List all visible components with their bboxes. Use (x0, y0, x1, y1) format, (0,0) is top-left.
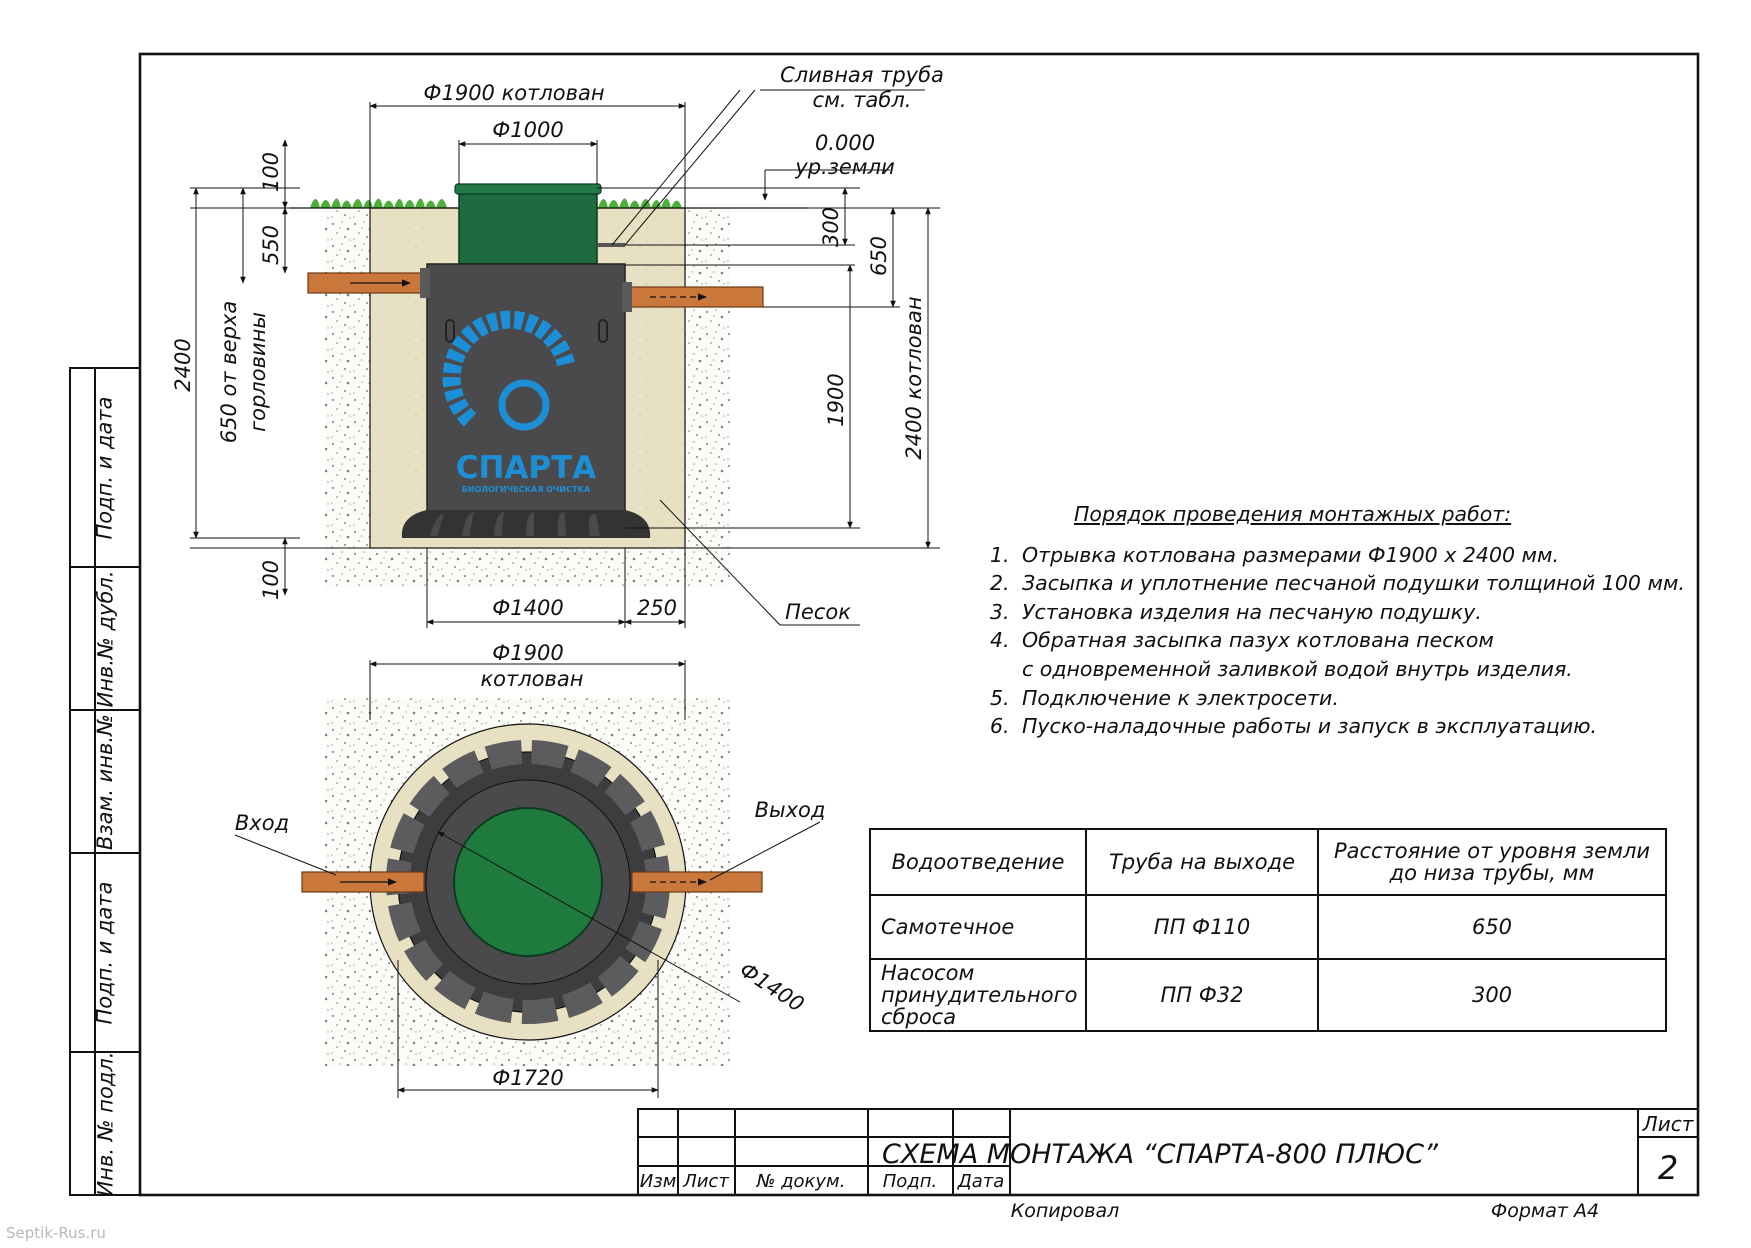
side-stamp-replace-inv: Взам. инв.№ (93, 713, 117, 850)
dim-neck-diameter: Ф1000 (492, 118, 564, 142)
step-item: 4.Обратная засыпка пазух котлована песко… (990, 628, 1494, 653)
plan-dim-body: Ф1400 (735, 958, 808, 1017)
tank-neck (458, 187, 598, 265)
dim-650: 650 (867, 236, 891, 276)
cell-pipe: ПП Ф32 (1085, 958, 1319, 1032)
section-dimension-lines (190, 89, 940, 628)
installation-steps: Порядок проведения монтажных работ: 1.От… (990, 500, 1690, 741)
plan-dim-pit-label: котлован (480, 667, 583, 691)
cell-distance: 650 (1317, 894, 1667, 960)
col-date: Дата (957, 1171, 1005, 1192)
dim-100-bottom: 100 (259, 560, 283, 600)
step-item: 2.Засыпка и уплотнение песчаной подушки … (990, 571, 1685, 596)
table-row: Самотечное ПП Ф110 650 (869, 894, 1667, 960)
dim-base-diameter: Ф1400 (492, 596, 564, 620)
drain-pipe-label: Сливная труба (780, 63, 944, 87)
col-sheet: Лист (682, 1171, 729, 1192)
dim-2400-pit: 2400 котлован (902, 296, 926, 459)
plan-outlet-pipe (631, 871, 763, 893)
logo-subtitle: БИОЛОГИЧЕСКАЯ ОЧИСТКА (462, 485, 591, 494)
sparta-logo: СПАРТА БИОЛОГИЧЕСКАЯ ОЧИСТКА (442, 310, 597, 494)
plan-dim-pit: Ф1900 (492, 641, 564, 665)
col-change: Изм (640, 1171, 677, 1192)
step-item: 6.Пуско-наладочные работы и запуск в экс… (990, 714, 1597, 739)
cell-drainage: Самотечное (869, 894, 1087, 960)
col-doc-number: № докум. (756, 1171, 846, 1192)
watermark: Septik-Rus.ru (6, 1224, 106, 1242)
base-rib-gaps (430, 512, 600, 536)
side-stamp-sign-date: Подп. и дата (93, 395, 117, 540)
header-drainage: Водоотведение (869, 828, 1087, 896)
copied-label: Копировал (1011, 1200, 1120, 1222)
header-outlet-pipe: Труба на выходе (1085, 828, 1319, 896)
step-item: 3.Установка изделия на песчаную подушку. (990, 599, 1482, 624)
table-header-row: Водоотведение Труба на выходе Расстояние… (869, 828, 1667, 896)
ground-level-label: ур.земли (794, 155, 894, 179)
neck-lid (454, 183, 602, 195)
dim-2400: 2400 (171, 338, 195, 391)
plan-lid (453, 807, 603, 957)
step-item-continued: с одновременной заливкой водой внутрь из… (1022, 656, 1573, 681)
dim-650-neck-2: горловины (246, 312, 270, 432)
dim-300: 300 (819, 207, 843, 247)
side-stamp-orig-inv: Инв. № подл. (93, 1051, 118, 1196)
step-item: 1.Отрывка котлована размерами Ф1900 х 24… (990, 542, 1560, 567)
installation-title: Порядок проведения монтажных работ: (1074, 502, 1512, 526)
cell-drainage: Насосом принудительного сброса (869, 958, 1087, 1032)
header-distance: Расстояние от уровня земли до низа трубы… (1317, 828, 1667, 896)
grass-strip (310, 198, 682, 208)
plan-dim-outer: Ф1720 (492, 1066, 564, 1090)
side-stamp-dividers (70, 368, 140, 1195)
plan-view: Ф1900 котлован Вход Выход Ф1400 Ф1720 (234, 641, 826, 1098)
format-label: Формат А4 (1491, 1200, 1599, 1222)
dim-100-top: 100 (259, 152, 283, 192)
dim-650-neck-1: 650 от верха (217, 301, 241, 443)
ground-level-value: 0.000 (815, 131, 875, 155)
dim-550: 550 (259, 225, 283, 265)
side-stamp-dup-inv: Инв.№ дубл. (93, 569, 118, 708)
inlet-label: Вход (235, 811, 289, 835)
plan-dimension-lines (234, 660, 821, 1098)
dim-1900: 1900 (824, 373, 848, 426)
step-item: 5.Подключение к электросети. (990, 685, 1339, 710)
drain-pipe-note: см. табл. (813, 88, 912, 112)
table-row: Насосом принудительного сброса ПП Ф32 30… (869, 958, 1667, 1032)
sand-label: Песок (785, 600, 851, 624)
dim-pit-diameter: Ф1900 котлован (423, 81, 604, 105)
sheet-label: Лист (1642, 1112, 1695, 1136)
side-stamp-sign-date-2: Подп. и дата (93, 880, 117, 1025)
logo-brand: СПАРТА (456, 450, 597, 486)
title-block-grid (637, 1108, 1699, 1196)
drawing-title: СХЕМА МОНТАЖА “СПАРТА-800 ПЛЮС” (882, 1139, 1439, 1170)
outlet-label: Выход (755, 798, 826, 822)
cell-pipe: ПП Ф110 (1085, 894, 1319, 960)
col-signature: Подп. (883, 1171, 937, 1192)
side-stamp-frame (69, 367, 141, 1196)
sheet-number: 2 (1658, 1149, 1678, 1187)
cell-distance: 300 (1317, 958, 1667, 1032)
discharge-pipe-table: Водоотведение Труба на выходе Расстояние… (869, 828, 1667, 1032)
dim-gap: 250 (637, 596, 677, 620)
section-view: СПАРТА БИОЛОГИЧЕСКАЯ ОЧИСТКА (171, 63, 944, 628)
